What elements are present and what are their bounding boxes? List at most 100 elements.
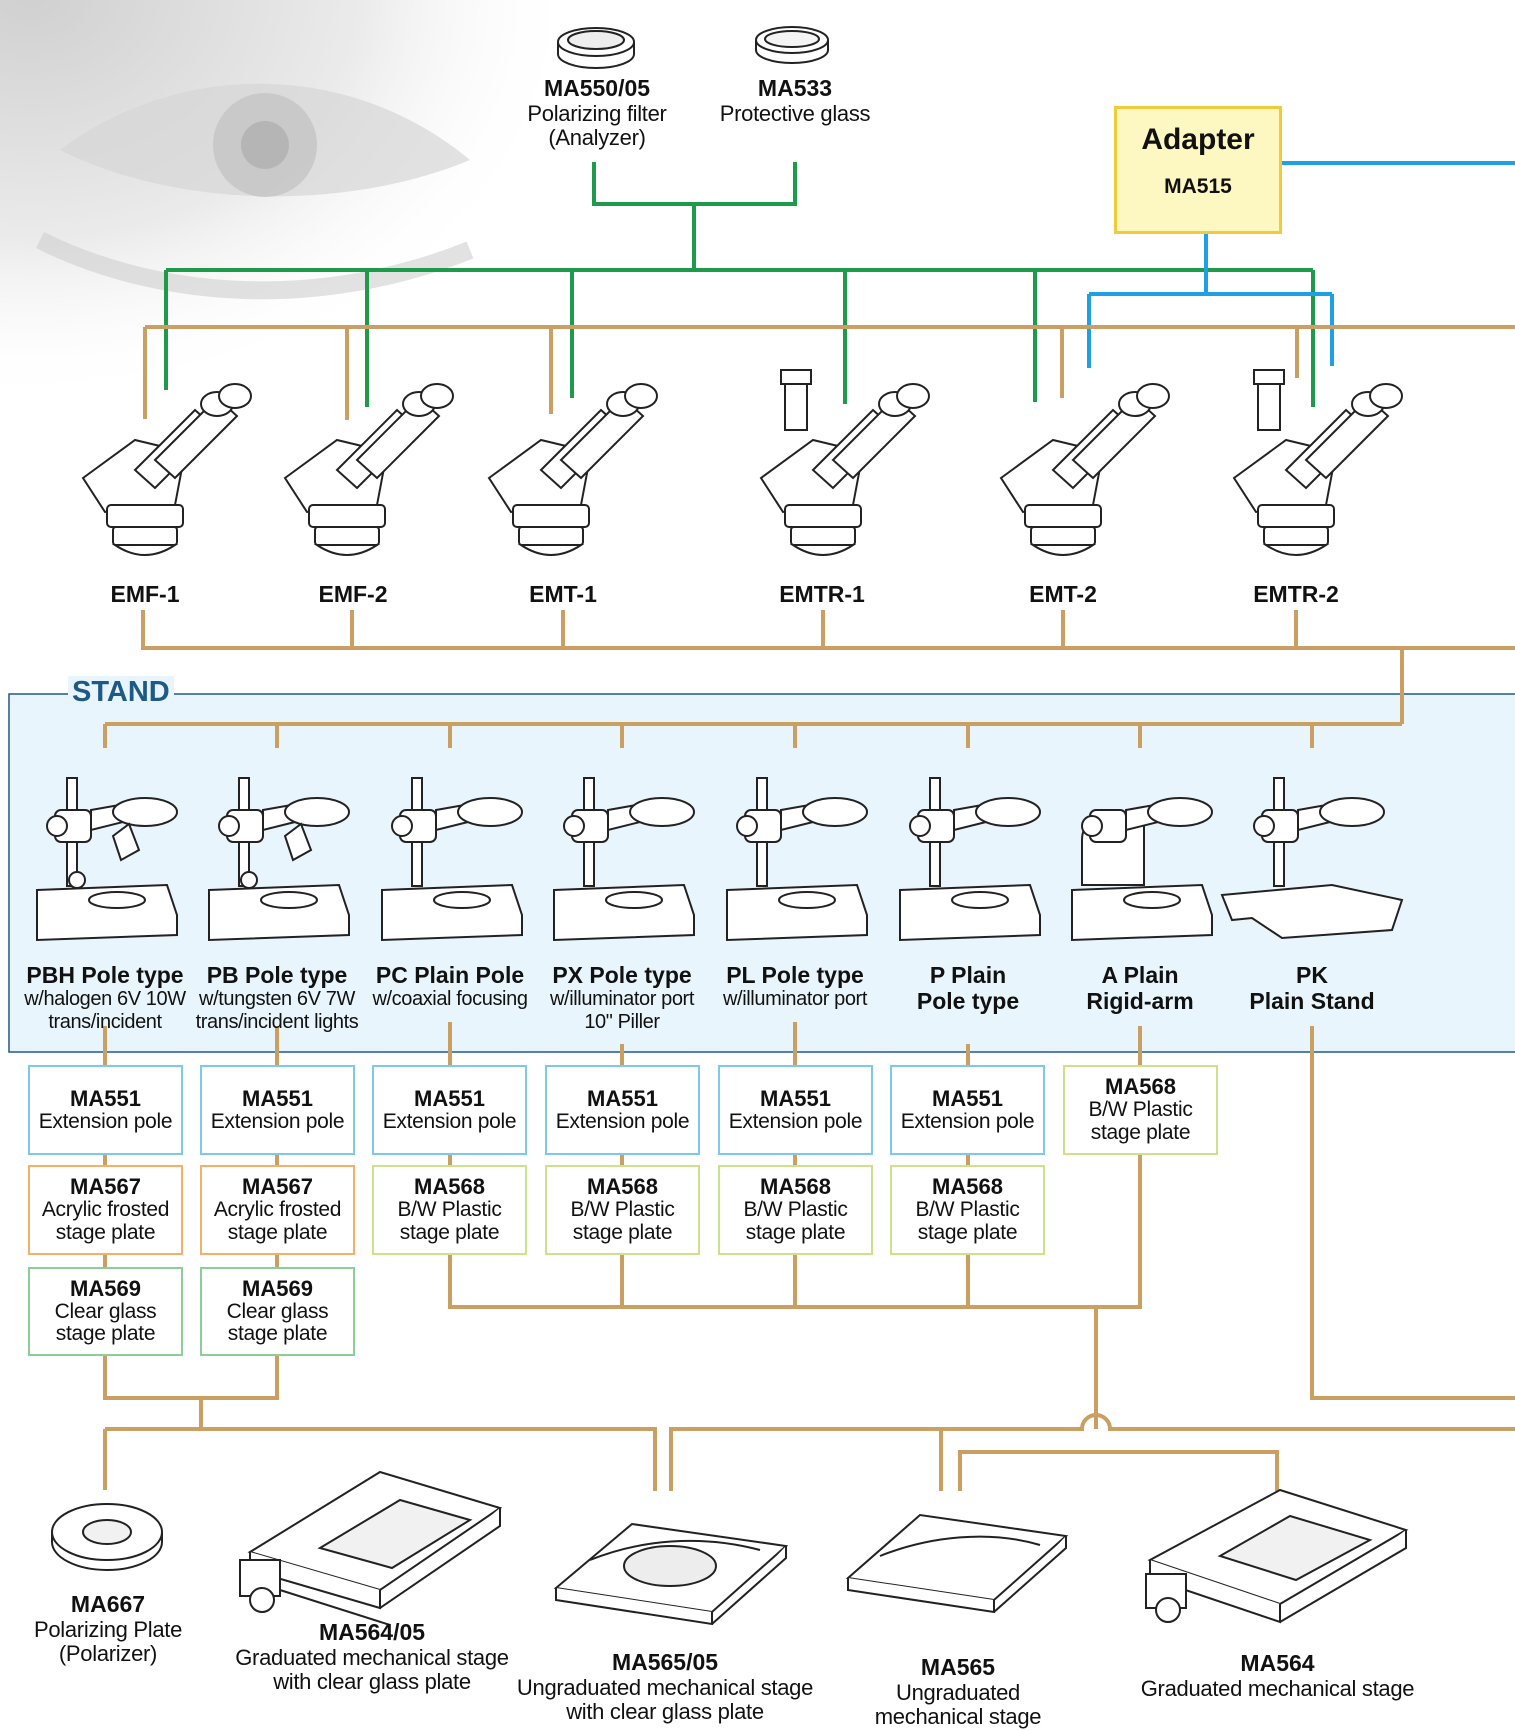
part-desc: Clear glass (226, 1299, 329, 1323)
stand-title-line2: Rigid-arm (1086, 988, 1194, 1015)
polarizing-plate-icon (51, 1503, 163, 1571)
stand-icon (1220, 777, 1404, 940)
part-box-ma551: MA551 Extension pole (718, 1065, 873, 1155)
part-box-ma551: MA551 Extension pole (200, 1065, 355, 1155)
stage-code: MA564 (1240, 1650, 1315, 1676)
stand-desc: trans/incident lights (195, 1011, 359, 1034)
part-code: MA551 (242, 1085, 313, 1111)
stage-code: MA667 (70, 1591, 146, 1617)
stage-desc: with clear glass plate (273, 1669, 471, 1695)
stage-label: MA565/05 Ungraduated mechanical stage wi… (510, 1649, 820, 1725)
stage-label: MA565 Ungraduated mechanical stage (860, 1654, 1056, 1730)
part-box-ma568: MA568 B/W Plastic stage plate (372, 1165, 527, 1255)
stage-desc: Polarizing Plate (33, 1616, 183, 1642)
microscope-label: EMF-1 (110, 581, 180, 607)
part-box-ma551: MA551 Extension pole (372, 1065, 527, 1155)
stand-desc: w/halogen 6V 10W (24, 988, 186, 1011)
stand-label: PC Plain Pole w/coaxial focusing (365, 962, 535, 1011)
trinocular-head-icon (1232, 369, 1403, 556)
part-desc: stage plate (55, 1322, 156, 1346)
ungraduated-stage-icon (845, 1513, 1069, 1614)
part-code: MA569 (242, 1275, 313, 1301)
binocular-head-icon (999, 383, 1170, 556)
part-code: MA551 (760, 1085, 831, 1111)
part-desc: Extension pole (728, 1109, 863, 1133)
microscope-label: EMT-1 (529, 581, 597, 607)
adapter-connectors (1087, 161, 1515, 368)
stage-desc: mechanical stage (874, 1704, 1042, 1730)
part-code: MA567 (70, 1174, 141, 1200)
part-code: MA551 (932, 1085, 1003, 1111)
stage-label: MA667 Polarizing Plate (Polarizer) (18, 1591, 198, 1667)
part-code: MA568 (932, 1174, 1003, 1200)
accessory-desc: Polarizing filter (527, 100, 667, 126)
part-box-ma568: MA568 B/W Plastic stage plate (545, 1165, 700, 1255)
stand-title: PL Pole type (726, 962, 864, 988)
glass-ring-icon (755, 26, 829, 64)
stand-desc: w/coaxial focusing (372, 988, 528, 1011)
stage-label: MA564 Graduated mechanical stage (1130, 1650, 1425, 1701)
part-desc: B/W Plastic (397, 1198, 502, 1222)
stage-desc: Graduated mechanical stage (235, 1644, 509, 1670)
part-desc: Acrylic frosted (41, 1198, 170, 1222)
part-desc: stage plate (399, 1220, 500, 1244)
adapter-title: Adapter (1141, 123, 1255, 156)
stand-icon (1071, 797, 1213, 942)
stand-icon (36, 777, 178, 942)
stage-label: MA564/05 Graduated mechanical stage with… (222, 1619, 522, 1695)
microscope-illustrations (81, 369, 1403, 556)
part-desc: Extension pole (38, 1109, 173, 1133)
accessory-ma533-label: MA533 Protective glass (710, 75, 880, 126)
adapter-box: Adapter MA515 (1114, 106, 1282, 234)
part-code: MA568 (1105, 1074, 1176, 1100)
part-desc: Extension pole (210, 1109, 345, 1133)
stage-code: MA565 (920, 1654, 996, 1680)
filter-ring-icon (557, 27, 635, 69)
part-desc: B/W Plastic (915, 1198, 1020, 1222)
part-desc: Clear glass (54, 1299, 157, 1323)
part-box-ma569: MA569 Clear glass stage plate (200, 1267, 355, 1356)
graduated-stage-icon (1145, 1488, 1409, 1624)
part-code: MA568 (587, 1174, 658, 1200)
stand-section-title: STAND (68, 676, 174, 709)
part-desc: stage plate (745, 1220, 846, 1244)
part-desc: stage plate (55, 1220, 156, 1244)
stand-title: PK (1296, 962, 1328, 988)
stand-title-line2: Plain Stand (1249, 988, 1375, 1015)
part-code: MA569 (70, 1275, 141, 1301)
part-desc: Extension pole (382, 1109, 517, 1133)
part-code: MA551 (70, 1085, 141, 1111)
stand-label: PK Plain Stand (1227, 962, 1397, 1015)
part-code: MA568 (760, 1174, 831, 1200)
part-box-ma551: MA551 Extension pole (890, 1065, 1045, 1155)
accessory-code: MA550/05 (543, 75, 651, 101)
stage-desc: Ungraduated mechanical stage (516, 1674, 814, 1700)
stand-title: PBH Pole type (26, 962, 184, 988)
stand-icon (726, 777, 868, 942)
binocular-head-icon (81, 383, 252, 556)
stand-desc: 10" Piller (584, 1011, 660, 1034)
part-desc: Extension pole (555, 1109, 690, 1133)
accessory-code: MA533 (757, 75, 833, 101)
stand-desc: trans/incident (48, 1011, 162, 1034)
trinocular-head-icon (759, 369, 930, 556)
stand-title: PX Pole type (552, 962, 692, 988)
part-box-ma568: MA568 B/W Plastic stage plate (718, 1165, 873, 1255)
stand-title: A Plain (1101, 962, 1179, 988)
stand-desc: w/tungsten 6V 7W (199, 988, 355, 1011)
main-connectors (103, 325, 1515, 1491)
stand-label: A Plain Rigid-arm (1055, 962, 1225, 1015)
part-box-ma567: MA567 Acrylic frosted stage plate (200, 1165, 355, 1255)
part-box-ma568: MA568 B/W Plastic stage plate (1063, 1065, 1218, 1155)
stand-icon (553, 777, 695, 942)
ungraduated-stage-icon (553, 1522, 789, 1626)
stand-icon (208, 777, 350, 942)
part-code: MA567 (242, 1174, 313, 1200)
stand-desc: w/illuminator port (723, 988, 867, 1011)
adapter-code: MA515 (1164, 175, 1232, 198)
stand-desc: w/illuminator port (550, 988, 694, 1011)
part-box-ma551: MA551 Extension pole (28, 1065, 183, 1155)
part-desc: Acrylic frosted (213, 1198, 342, 1222)
stand-title: PB Pole type (206, 962, 348, 988)
